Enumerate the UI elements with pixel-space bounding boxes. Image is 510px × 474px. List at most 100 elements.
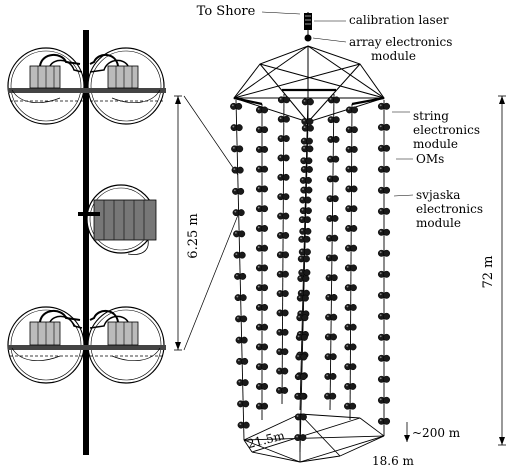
om-pair — [300, 137, 313, 145]
om-pair — [301, 124, 314, 132]
om-pair — [255, 303, 269, 311]
om-pair — [345, 126, 358, 134]
om-pair — [377, 417, 391, 425]
om-pair — [326, 234, 339, 242]
om-pair — [255, 126, 269, 134]
om-pair — [377, 207, 391, 215]
om-pair — [377, 165, 391, 173]
om-pair — [377, 396, 391, 404]
om-pair — [277, 135, 290, 143]
om-pair — [300, 165, 313, 173]
om-pair — [345, 224, 358, 232]
om-pair — [345, 165, 358, 173]
label-string-electronics-2: electronics — [413, 123, 480, 137]
om-pair — [236, 379, 249, 387]
om-pair — [255, 343, 269, 351]
om-pair — [298, 248, 311, 256]
om-pair — [299, 227, 312, 235]
om-pair — [295, 333, 308, 341]
label-string-electronics-1: string — [413, 109, 449, 123]
om-pair — [294, 392, 307, 400]
label-calibration-laser: calibration laser — [349, 13, 449, 27]
annotation-labels: To Shore calibration laser array electro… — [197, 4, 506, 468]
om-pair — [237, 400, 250, 408]
label-array-electronics-1: array electronics — [349, 35, 452, 49]
om-pair-bottom — [7, 306, 166, 384]
om-pair — [255, 264, 269, 272]
om-pair — [325, 274, 338, 282]
om-pair — [277, 193, 290, 201]
svjaska-module-detail — [78, 184, 157, 255]
om-pair — [277, 173, 290, 181]
om-pair — [345, 145, 358, 153]
om-pair — [299, 176, 312, 184]
om-pair — [294, 413, 307, 421]
om-pair — [300, 186, 313, 194]
om-pair — [327, 135, 340, 143]
zoom-line-top — [183, 95, 239, 176]
om-pair — [255, 244, 269, 252]
om-pair — [377, 333, 391, 341]
om-pair — [324, 333, 337, 341]
om-pair — [298, 235, 311, 243]
om-pair — [377, 249, 391, 257]
om-pair — [235, 336, 248, 344]
om-pair — [255, 382, 269, 390]
om-pair — [276, 348, 289, 356]
string-cable — [83, 30, 89, 455]
om-pair-top — [7, 47, 166, 125]
om-pair — [377, 375, 391, 383]
om-pair — [377, 291, 391, 299]
om-pair — [325, 293, 338, 301]
om-pair — [255, 106, 269, 114]
om-pair — [234, 294, 247, 302]
om-pair — [377, 102, 391, 110]
om-pair — [326, 175, 339, 183]
om-pair — [276, 367, 289, 375]
om-pair — [377, 228, 391, 236]
om-pair — [344, 382, 357, 390]
om-pair — [325, 313, 338, 321]
om-pair — [377, 186, 391, 194]
om-pair — [298, 216, 311, 224]
om-pair — [344, 402, 357, 410]
om-pair — [277, 231, 290, 239]
label-to-shore: To Shore — [197, 4, 256, 19]
om-pair — [301, 145, 314, 153]
array-electronics-module — [304, 34, 312, 42]
om-pair — [231, 145, 244, 153]
om-pair — [345, 106, 359, 114]
om-pair — [299, 207, 312, 215]
om-pair — [276, 386, 289, 394]
om-pair — [255, 205, 269, 213]
zoom-line-bottom — [183, 214, 239, 351]
om-pair — [344, 284, 357, 292]
om-pair — [255, 284, 269, 292]
om-pair — [276, 290, 289, 298]
dim-label-200m: ~200 m — [412, 426, 461, 440]
om-pair — [344, 303, 357, 311]
om-pair — [324, 353, 337, 361]
om-pair — [276, 309, 289, 317]
label-svjaska-3: module — [416, 216, 461, 230]
om-pair — [277, 115, 290, 123]
om-pair — [345, 205, 358, 213]
label-oms: OMs — [416, 152, 444, 166]
om-pair — [230, 124, 243, 132]
om-pair — [255, 165, 269, 173]
label-string-electronics-3: module — [413, 137, 458, 151]
om-pair — [299, 196, 312, 204]
om-pair — [276, 251, 290, 259]
om-pair — [327, 96, 340, 104]
om-pair — [295, 353, 308, 361]
om-pair — [298, 269, 311, 277]
om-pair — [297, 275, 310, 282]
om-pair — [276, 270, 289, 278]
dim-label-18-6m: 18.6 m — [372, 454, 415, 468]
string-section-detail: 6.25 m — [7, 30, 239, 455]
om-pair — [230, 102, 243, 110]
om-pair — [237, 421, 250, 429]
om-pair — [294, 434, 307, 442]
dim-label-6-25: 6.25 m — [186, 213, 201, 258]
om-pair — [255, 363, 269, 371]
